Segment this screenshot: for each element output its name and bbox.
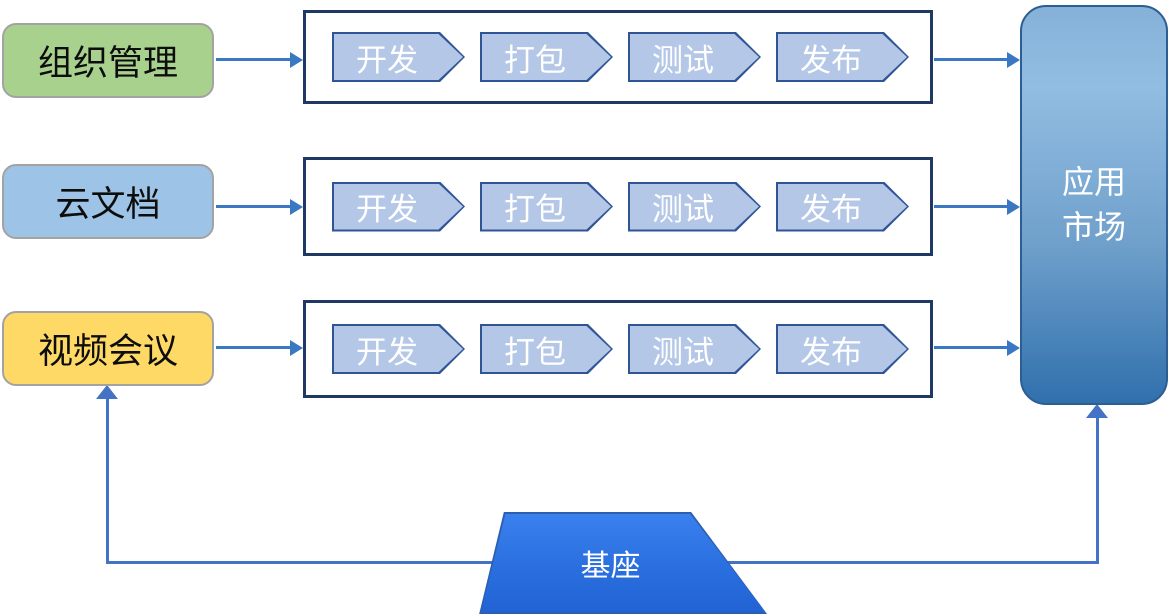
chevron-fill bbox=[778, 34, 907, 80]
chevron-fill bbox=[630, 183, 759, 230]
stage-label: 测试 bbox=[652, 42, 714, 79]
arrow-up-to-market-icon bbox=[1086, 404, 1108, 418]
source-box-video-meeting: 视频会议 bbox=[2, 311, 214, 386]
chevron-fill bbox=[778, 326, 907, 372]
stage-label: 开发 bbox=[356, 334, 418, 371]
arrow-right-icon bbox=[290, 52, 303, 68]
app-market-label-line1: 应用 bbox=[1061, 163, 1126, 202]
connector-base-to-market-line bbox=[1096, 418, 1099, 564]
chevron-fill bbox=[630, 326, 759, 372]
arrow-right-icon bbox=[290, 340, 303, 356]
app-market-label-line2: 市场 bbox=[1061, 208, 1126, 246]
source-label: 组织管理 bbox=[37, 44, 178, 84]
arrow-right-icon bbox=[1007, 52, 1020, 68]
stage-test: 测试 bbox=[628, 324, 761, 374]
stage-label: 打包 bbox=[504, 192, 566, 228]
chevron-fill bbox=[334, 183, 463, 230]
pipeline-row-1: 开发 打包 测试 发布 bbox=[303, 10, 933, 104]
stage-release: 发布 bbox=[776, 32, 909, 82]
source-box-org-management: 组织管理 bbox=[2, 23, 214, 98]
stage-release: 发布 bbox=[776, 324, 909, 374]
app-market-box: 应用 市场 bbox=[1020, 5, 1168, 405]
stage-label: 测试 bbox=[652, 192, 714, 228]
stage-label: 打包 bbox=[504, 334, 566, 371]
source-box-cloud-docs: 云文档 bbox=[2, 164, 214, 239]
stage-label: 发布 bbox=[800, 42, 862, 79]
stage-develop: 开发 bbox=[332, 324, 465, 374]
arrow-meeting-to-pipeline-line bbox=[216, 346, 291, 349]
base-trapezoid: 基座 bbox=[470, 512, 775, 614]
arrow-row1-to-market-line bbox=[934, 58, 1007, 61]
source-label: 云文档 bbox=[55, 185, 161, 225]
stage-develop: 开发 bbox=[332, 181, 465, 232]
stage-develop: 开发 bbox=[332, 32, 465, 82]
stage-label: 测试 bbox=[652, 334, 714, 371]
stage-release: 发布 bbox=[776, 181, 909, 232]
chevron-fill bbox=[630, 34, 759, 80]
chevron-fill bbox=[482, 326, 611, 372]
arrow-right-icon bbox=[290, 199, 303, 215]
chevron-fill bbox=[482, 34, 611, 80]
arrow-row3-to-market-line bbox=[934, 346, 1007, 349]
pipeline-row-2: 开发 打包 测试 发布 bbox=[303, 157, 933, 256]
arrow-right-icon bbox=[1007, 199, 1020, 215]
arrow-row2-to-market-line bbox=[934, 205, 1007, 208]
stage-label: 发布 bbox=[800, 334, 862, 371]
app-market-label: 应用 市场 bbox=[1062, 160, 1126, 250]
connector-base-to-meeting-line bbox=[106, 397, 109, 564]
source-label: 视频会议 bbox=[37, 332, 178, 372]
arrow-docs-to-pipeline-line bbox=[216, 205, 291, 208]
chevron-fill bbox=[778, 183, 907, 230]
arrow-org-to-pipeline-line bbox=[216, 58, 291, 61]
arrow-right-icon bbox=[1007, 340, 1020, 356]
stage-test: 测试 bbox=[628, 181, 761, 232]
stage-package: 打包 bbox=[480, 324, 613, 374]
chevron-fill bbox=[334, 326, 463, 372]
base-label: 基座 bbox=[580, 549, 641, 584]
stage-package: 打包 bbox=[480, 32, 613, 82]
arrow-up-to-meeting-icon bbox=[96, 385, 118, 399]
chevron-fill bbox=[482, 183, 611, 230]
chevron-fill bbox=[334, 34, 463, 80]
stage-label: 打包 bbox=[504, 42, 566, 79]
stage-label: 发布 bbox=[800, 192, 862, 228]
stage-label: 开发 bbox=[356, 192, 418, 228]
stage-package: 打包 bbox=[480, 181, 613, 232]
pipeline-row-3: 开发 打包 测试 发布 bbox=[303, 300, 933, 398]
stage-label: 开发 bbox=[356, 42, 418, 79]
stage-test: 测试 bbox=[628, 32, 761, 82]
